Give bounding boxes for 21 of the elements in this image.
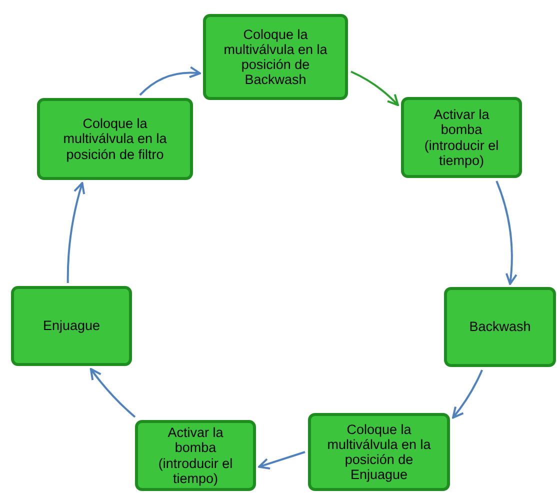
process-box — [308, 413, 450, 491]
arrow — [66, 182, 86, 283]
process-box — [135, 420, 256, 491]
step-text: Coloque la multiválvula en la posición de Enjuague — [326, 422, 432, 482]
process-box — [203, 14, 348, 100]
arrow — [452, 370, 483, 419]
arrow — [496, 180, 518, 285]
arrow — [90, 368, 136, 418]
process-box — [11, 286, 132, 366]
step-text: Coloque la multiválvula en la posición de filtro — [62, 116, 168, 162]
step-text: Activar la bomba (introducir el tiempo) — [423, 107, 500, 168]
process-box — [444, 287, 556, 367]
process-box — [401, 97, 522, 178]
process-box — [37, 98, 193, 180]
step-text: Enjuague — [42, 318, 100, 334]
arrow — [258, 451, 306, 470]
arrow — [350, 70, 399, 106]
step-text: Backwash — [469, 319, 531, 335]
step-text: Activar la bomba (introducir el tiempo) — [157, 425, 234, 486]
step-text: Coloque la multiválvula en la posición de Backwash — [222, 26, 328, 88]
arrow — [139, 66, 201, 96]
